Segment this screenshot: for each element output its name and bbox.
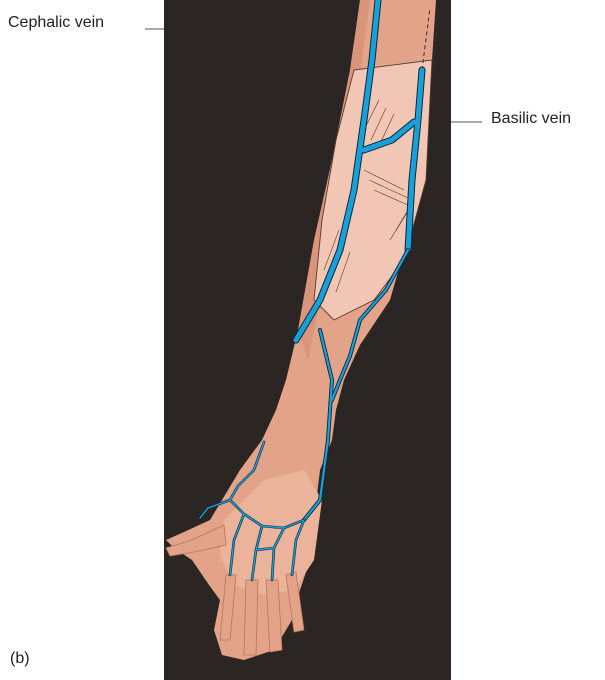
arm-vein-illustration xyxy=(164,0,451,680)
finger-2 xyxy=(244,580,258,655)
